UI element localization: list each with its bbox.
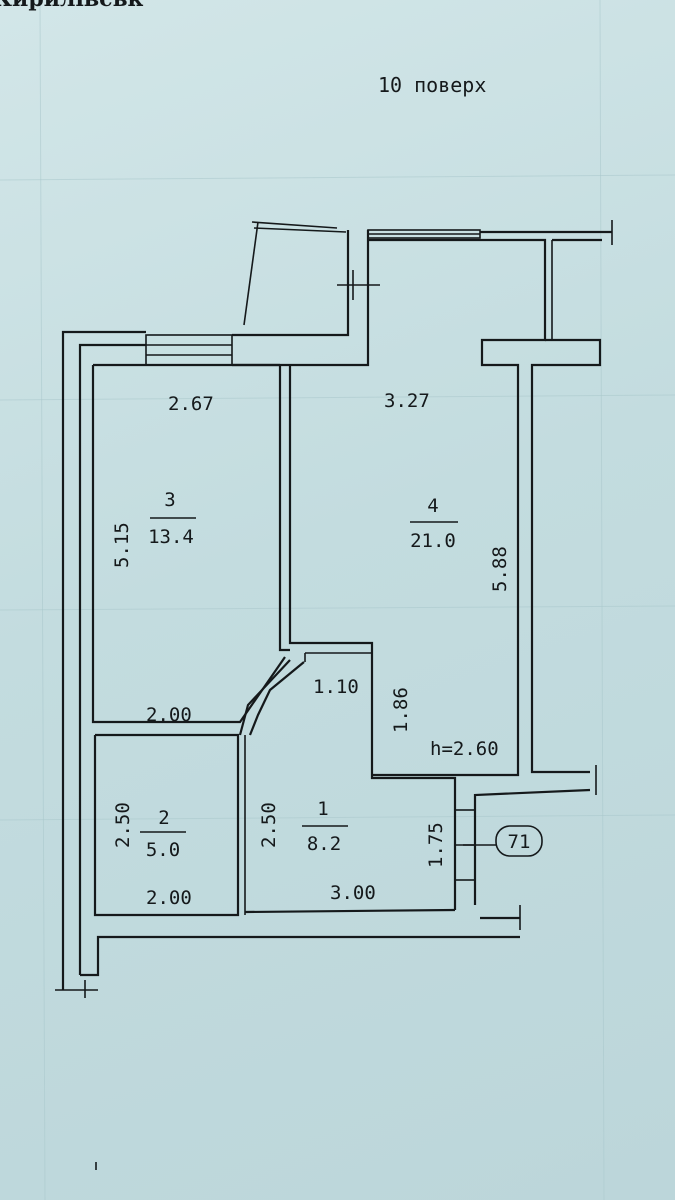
room-4-label: 4 21.0 (410, 495, 458, 552)
walls (55, 220, 613, 998)
outer-wall-right (530, 338, 602, 774)
ceiling-height: h=2.60 (430, 738, 499, 760)
dim-room2-width: 2.00 (146, 887, 192, 909)
apartment-marker: 71 (463, 825, 543, 857)
window-room3 (145, 334, 233, 366)
room4-east-wall (368, 238, 547, 777)
dim-notch-depth: 1.86 (390, 687, 412, 733)
apartment-number-badge (495, 825, 543, 857)
dim-room3-width: 2.67 (168, 393, 214, 415)
header-cut-text: Кирилівськ (0, 0, 144, 12)
outer-wall-left (61, 330, 146, 990)
partition-4-1 (288, 365, 457, 910)
top-wall-middle (232, 230, 350, 337)
room-1-area: 8.2 (307, 833, 341, 855)
bottom-wall-outer (80, 935, 520, 977)
room-3-area: 13.4 (148, 526, 194, 548)
dim-room3-length: 5.15 (111, 522, 133, 568)
room-2-area: 5.0 (146, 839, 180, 861)
dim-notch-width: 1.10 (313, 676, 359, 698)
room2-outline (93, 733, 240, 917)
room-4-number: 4 (427, 495, 438, 517)
room-1-label: 1 8.2 (302, 798, 348, 855)
room3-outline (91, 365, 286, 724)
apartment-number: 71 (508, 831, 531, 853)
dim-room2-height: 2.50 (112, 802, 134, 848)
dimensions: 2.67 3.27 5.15 5.88 2.00 1.10 1.86 2.50 … (111, 390, 511, 909)
dim-room4-width: 3.27 (384, 390, 430, 412)
floor-label: 10 поверх (378, 73, 486, 97)
room1-bottom (244, 908, 456, 914)
room-4-area: 21.0 (410, 530, 456, 552)
corridor-diagonal (238, 659, 291, 736)
room-2-number: 2 (158, 807, 169, 829)
dim-room1-width: 3.00 (330, 882, 376, 904)
dim-room1-height: 2.50 (258, 802, 280, 848)
balcony-door-leaf (243, 221, 259, 326)
dim-room4-length: 5.88 (489, 546, 511, 592)
dim-room3-bottom: 2.00 (146, 704, 192, 726)
room-2-label: 2 5.0 (140, 807, 186, 861)
room-3-number: 3 (164, 489, 175, 511)
dim-entrance-width: 1.75 (425, 822, 447, 868)
room-1-number: 1 (317, 798, 328, 820)
inner-wall-left (78, 343, 146, 975)
room-3-label: 3 13.4 (148, 489, 196, 548)
entrance-wall (473, 788, 591, 905)
